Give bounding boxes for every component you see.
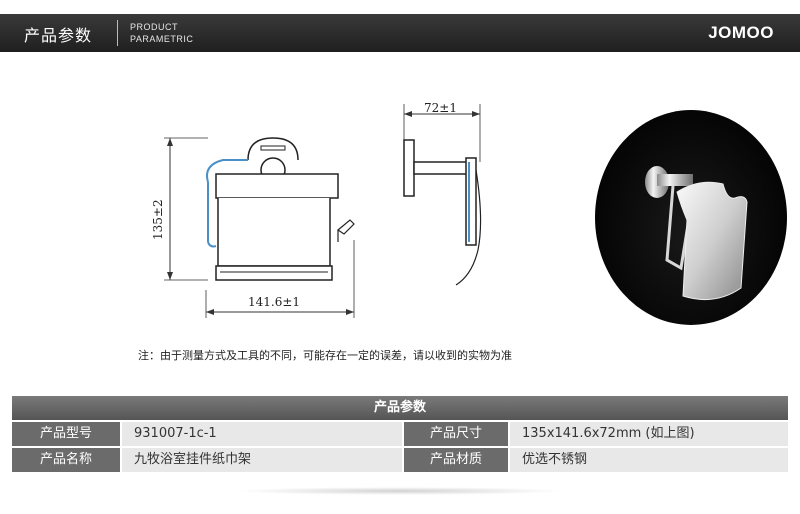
width-dimension-label: 141.6±1 <box>248 295 300 309</box>
header-title: 产品参数 <box>24 26 93 45</box>
model-value: 931007-1c-1 <box>122 422 402 446</box>
header-subtitle-line2: PARAMETRIC <box>130 34 194 44</box>
table-row: 产品型号 931007-1c-1 产品尺寸 135x141.6x72mm (如上… <box>12 422 788 446</box>
depth-dimension-label: 72±1 <box>424 101 457 115</box>
front-view-drawing: 135±2 141.6±1 <box>151 137 355 318</box>
brand-logo: JOMOO <box>708 23 774 42</box>
material-label: 产品材质 <box>404 448 508 472</box>
material-value: 优选不锈钢 <box>510 448 788 472</box>
size-value: 135x141.6x72mm (如上图) <box>510 422 788 446</box>
name-value: 九牧浴室挂件纸巾架 <box>122 448 402 472</box>
table-title: 产品参数 <box>12 396 788 420</box>
height-dimension-label: 135±2 <box>151 199 165 240</box>
table-row: 产品名称 九牧浴室挂件纸巾架 产品材质 优选不锈钢 <box>12 448 788 472</box>
parameter-table: 产品参数 产品型号 931007-1c-1 产品尺寸 135x141.6x72m… <box>12 396 788 472</box>
footer-shadow <box>235 487 565 495</box>
header-bar: 产品参数 PRODUCT PARAMETRIC JOMOO <box>0 14 800 52</box>
header-subtitle: PRODUCT PARAMETRIC <box>130 21 193 45</box>
side-view-drawing: 72±1 <box>403 101 482 286</box>
size-label: 产品尺寸 <box>404 422 508 446</box>
product-photo <box>595 110 787 325</box>
header-divider <box>117 20 118 46</box>
header-subtitle-line1: PRODUCT <box>130 22 178 32</box>
name-label: 产品名称 <box>12 448 120 472</box>
toilet-paper-holder-image <box>645 166 748 301</box>
measurement-note: 注：由于测量方式及工具的不同，可能存在一定的误差，请以收到的实物为准 <box>138 349 512 362</box>
model-label: 产品型号 <box>12 422 120 446</box>
